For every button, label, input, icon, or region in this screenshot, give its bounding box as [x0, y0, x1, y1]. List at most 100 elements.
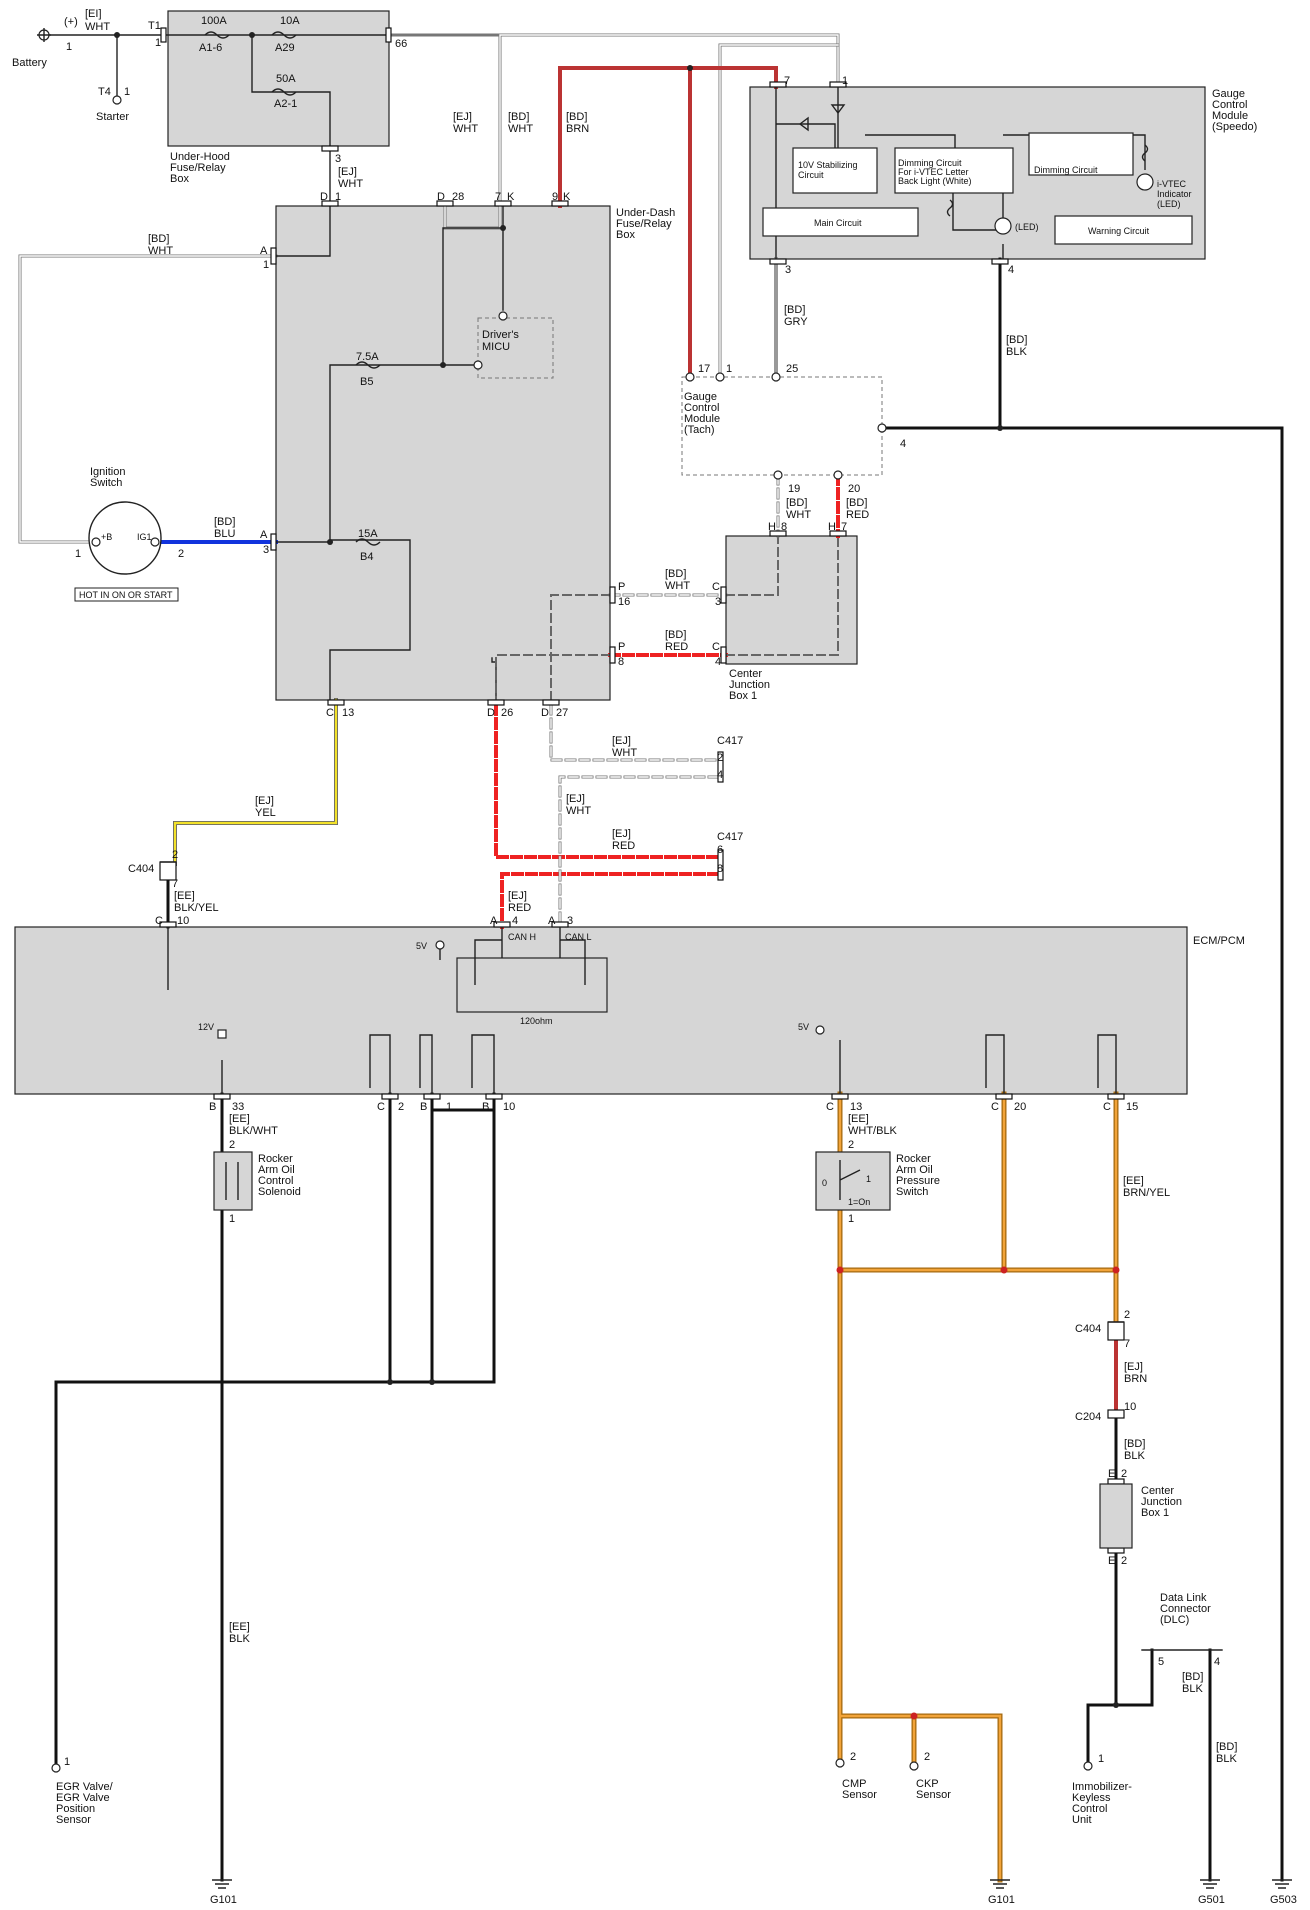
rc-w3-code: [BD] — [1124, 1438, 1145, 1450]
wire-bd-brn — [558, 66, 778, 379]
ud-pin-a1: A — [260, 245, 268, 257]
pressure-pin2: 2 — [848, 1139, 854, 1151]
ud-pin-9kc: K — [563, 191, 571, 203]
ud-pin-a3: A — [260, 529, 268, 541]
wire-ud-int-dash — [495, 594, 611, 701]
dlc-name-2: Connector — [1160, 1603, 1211, 1615]
speedo-warn: Warning Circuit — [1088, 226, 1150, 236]
c417b-name: C417 — [717, 831, 743, 843]
tach-name-4: (Tach) — [684, 424, 715, 436]
ecm-pin-b1: B — [420, 1101, 427, 1113]
pressure-name-3: Pressure — [896, 1175, 940, 1187]
ud-pin-a3n: 3 — [263, 544, 269, 556]
speedo-dim2: Dimming Circuit — [1034, 165, 1098, 175]
ud-pin-d1n: 1 — [335, 191, 341, 203]
cjb1-lower-icon — [1099, 1483, 1133, 1549]
c417b-wire-color: RED — [612, 840, 635, 852]
ud-pin-7kc: K — [507, 191, 515, 203]
uh-name-1: Under-Hood — [170, 151, 230, 163]
solenoid-icon — [213, 1151, 253, 1211]
cjb-wht-color: WHT — [665, 580, 690, 592]
speedo-pin1: 1 — [842, 75, 848, 87]
speedo-blk-color: BLK — [1006, 346, 1027, 358]
pressure-s1: 1 — [866, 1174, 871, 1184]
cjb-pin-h7: H — [828, 521, 836, 533]
ecm-pin-a3n: 3 — [567, 915, 573, 927]
ecm-pin-c2: C — [377, 1101, 385, 1113]
ecm-box — [14, 926, 1188, 1095]
top-w1-code: [EJ] — [453, 111, 472, 123]
g101a-label: G101 — [210, 1894, 237, 1906]
solenoid-name-3: Control — [258, 1175, 293, 1187]
rc-w-color: BRN/YEL — [1123, 1187, 1170, 1199]
pressure-name-2: Arm Oil — [896, 1164, 933, 1176]
ckp-pin: 2 — [924, 1751, 930, 1763]
top-w1-color: WHT — [453, 123, 478, 135]
ecm-pin-c10: C — [155, 915, 163, 927]
ud-pin-9k: 9 — [552, 191, 558, 203]
uh-fuse1-id: A1-6 — [199, 42, 222, 54]
tach-w20-color: RED — [846, 509, 869, 521]
ecm-ohm: 120ohm — [520, 1016, 553, 1026]
solenoid-w-code: [EE] — [229, 1113, 250, 1125]
cjb-red-code: [BD] — [665, 629, 686, 641]
speedo-dim1-2: For i-VTEC Letter — [898, 167, 969, 177]
c417a-wire-color: WHT — [612, 747, 637, 759]
fuse-b4-id: B4 — [360, 551, 373, 563]
ecm-can-h: CAN H — [508, 932, 536, 942]
rc-w2-code: [EJ] — [1124, 1361, 1143, 1373]
imm-pin: 1 — [1098, 1753, 1104, 1765]
tach-name-2: Control — [684, 402, 719, 414]
ign-note: HOT IN ON OR START — [79, 590, 173, 600]
battery-label: Battery — [12, 57, 47, 69]
wire-ej-yel-inner — [173, 698, 338, 866]
rc-cjb-bot: E — [1108, 1555, 1115, 1567]
solenoid-w-color: BLK/WHT — [229, 1125, 278, 1137]
battery-wire-code: [EI] — [85, 8, 102, 20]
micu-name-2: MICU — [482, 341, 510, 353]
c417a-pin4: 4 — [717, 769, 723, 781]
speedo-pin4: 4 — [1008, 264, 1014, 276]
tach-name-3: Module — [684, 413, 720, 425]
ecm-pin-b33n: 33 — [232, 1101, 244, 1113]
cjb-pin-c4: C — [712, 641, 720, 653]
egr-name-3: Position — [56, 1803, 95, 1815]
rc-cjb-top: E — [1108, 1468, 1115, 1480]
ud-pin-p16: P — [618, 581, 625, 593]
battery-pin: 1 — [66, 41, 72, 53]
wire-ej-yel-outer — [173, 698, 338, 866]
ud-pin-7k: 7 — [495, 191, 501, 203]
cjb-pin-h8: H — [768, 521, 776, 533]
c404a-wire-color: YEL — [255, 807, 276, 819]
c404-connectors — [160, 861, 1124, 1323]
c404a-name: C404 — [128, 863, 154, 875]
ign-pin2: 2 — [178, 548, 184, 560]
wire-dlc — [1114, 1648, 1212, 1882]
egr-name-1: EGR Valve/ — [56, 1781, 114, 1793]
speedo-name-4: (Speedo) — [1212, 121, 1257, 133]
dlc-w-code: [BD] — [1182, 1671, 1203, 1683]
pressure-name-4: Switch — [896, 1186, 928, 1198]
micu-box — [477, 317, 554, 379]
cmp-name-2: Sensor — [842, 1789, 877, 1801]
rc-w2-color: BRN — [1124, 1373, 1147, 1385]
dlc-name-3: (DLC) — [1160, 1614, 1189, 1626]
ecm-pin-c10n: 10 — [177, 915, 189, 927]
wire-bd-blk-g503 — [880, 257, 1284, 1882]
tach-name-1: Gauge — [684, 391, 717, 403]
ud-pin-a1n: 1 — [263, 259, 269, 271]
c417-wc-color: WHT — [566, 805, 591, 817]
ud-pin-d27n: 27 — [556, 707, 568, 719]
ign-pin1: 1 — [75, 548, 81, 560]
speedo-stab-1: 10V Stabilizing — [798, 160, 858, 170]
tach-w19-color: WHT — [786, 509, 811, 521]
battery-polarity: (+) — [64, 16, 78, 28]
uh-fuse2-id: A29 — [275, 42, 295, 54]
ground-symbols — [212, 1879, 1292, 1889]
ud-pin-d26n: 26 — [501, 707, 513, 719]
uh-fuse1-rating: 100A — [201, 15, 227, 27]
speedo-name-2: Control — [1212, 99, 1247, 111]
c417b-pin8: 8 — [717, 863, 723, 875]
c404a-wire-code: [EJ] — [255, 795, 274, 807]
cmp-pin: 2 — [850, 1751, 856, 1763]
